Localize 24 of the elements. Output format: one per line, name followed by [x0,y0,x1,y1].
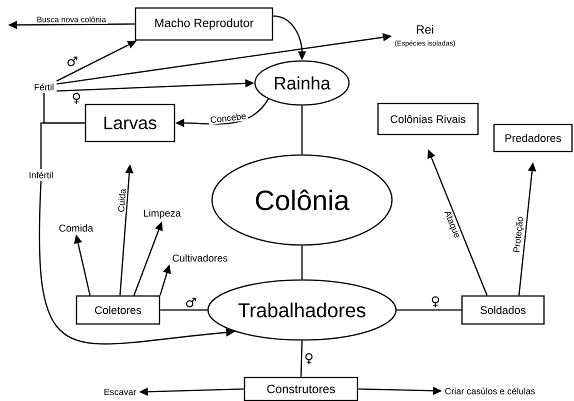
process-box: Predadores [493,124,573,152]
process-box: Colônias Rivais [377,102,479,136]
process-box: Coletores [76,295,160,325]
edge-label: Concebe [208,110,248,125]
text-label: Cultivadores [170,252,230,264]
edge-label: Cuida [116,186,128,214]
edge-label: ♂ [186,298,196,308]
edge-label: ♀ [305,353,313,364]
edge-label: ♂ [67,56,78,66]
text-label: Criar casúlos e células [442,386,538,396]
edge-label: Ataque [440,208,463,242]
text-label: Fértil [32,82,56,92]
edge-label: Proteção [511,214,527,255]
text-label: Limpeza [141,207,183,221]
process-box: Soldados [461,295,545,325]
edge-label: ♀ [72,92,80,104]
text-label: Comida [56,222,96,234]
edge-label: ♀ [432,296,440,308]
process-box: Larvas [84,104,176,142]
process-box: Macho Reprodutor [134,7,274,41]
process-box: Construtores [244,376,358,401]
text-label: Escavar [102,386,138,398]
text-label: Infértil [26,170,56,180]
edge-label: Busca nova colônia [35,14,108,24]
